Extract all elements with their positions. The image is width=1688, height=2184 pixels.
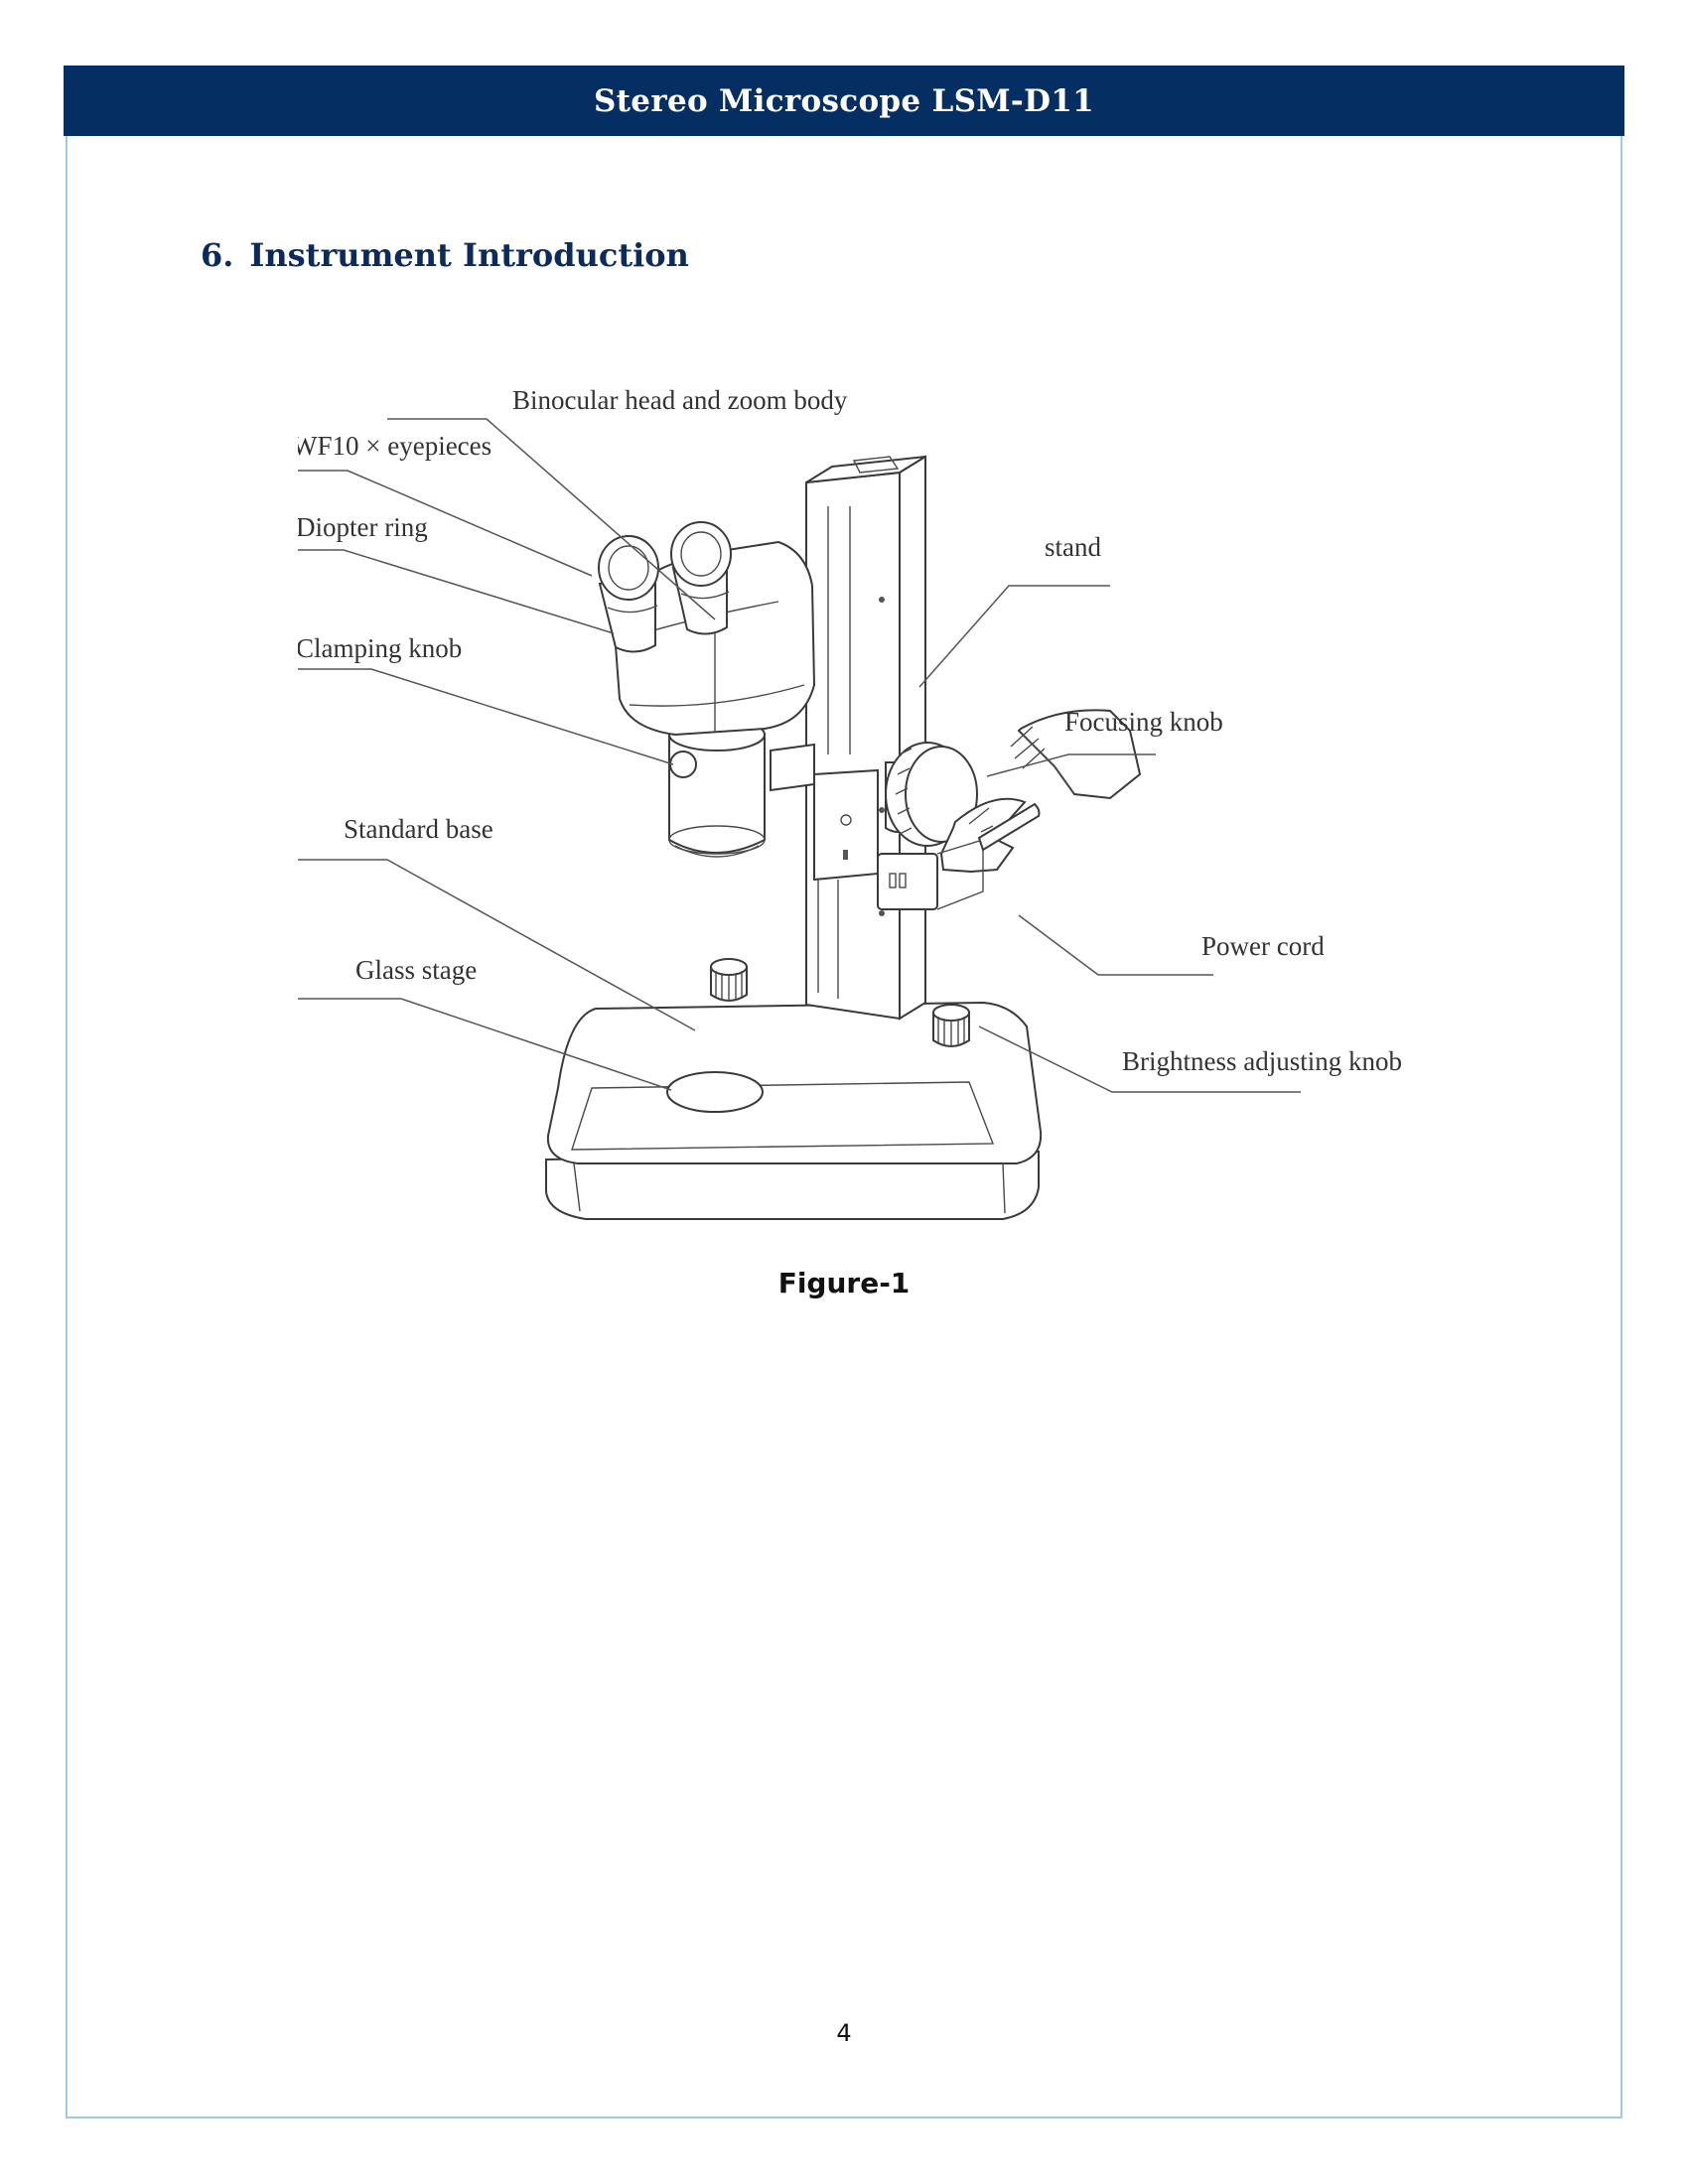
base-left-knob [710, 958, 748, 1002]
glass-stage-drawing [666, 1071, 764, 1113]
label-stand: stand [1045, 532, 1101, 562]
label-eyepieces: WF10 × eyepieces [298, 431, 492, 461]
header-title: Stereo Microscope LSM-D11 [593, 82, 1094, 119]
label-diopter-ring: Diopter ring [298, 512, 428, 542]
brightness-knob-drawing [932, 1004, 970, 1047]
stand-drawing [805, 455, 926, 1021]
label-power-cord: Power cord [1201, 931, 1325, 961]
label-clamping-knob: Clamping knob [298, 633, 462, 663]
section-title: Instrument Introduction [249, 236, 689, 274]
standard-base-drawing [545, 1001, 1043, 1220]
leader-standard-base [298, 859, 696, 1031]
leader-focusing-knob [986, 753, 1156, 777]
label-glass-stage: Glass stage [355, 955, 477, 985]
clamping-knob-drawing [669, 751, 697, 778]
page-number: 4 [836, 2019, 852, 2047]
leader-lines [298, 418, 1301, 1093]
zoom-body-drawing [668, 718, 815, 858]
label-focusing-knob: Focusing knob [1064, 707, 1223, 737]
figure-caption: Figure-1 [777, 1267, 911, 1299]
label-brightness-knob: Brightness adjusting knob [1122, 1046, 1402, 1076]
leader-clamping-knob [298, 668, 674, 765]
section-heading: 6. Instrument Introduction [201, 236, 689, 274]
header-bar: Stereo Microscope LSM-D11 [64, 66, 1624, 136]
label-binocular-head: Binocular head and zoom body [512, 385, 848, 415]
leader-diopter-ring [298, 549, 615, 634]
leader-glass-stage [298, 998, 672, 1091]
leader-stand [918, 585, 1110, 688]
section-number: 6. [201, 236, 234, 274]
label-standard-base: Standard base [344, 814, 493, 844]
leader-brightness-knob [978, 1025, 1301, 1093]
leader-power-cord [1018, 914, 1213, 976]
microscope-figure: Binocular head and zoom body WF10 × eyep… [298, 357, 1430, 1231]
microscope-diagram: Binocular head and zoom body WF10 × eyep… [298, 385, 1402, 1220]
leader-eyepieces [298, 470, 593, 577]
leader-binocular-head [387, 418, 716, 620]
